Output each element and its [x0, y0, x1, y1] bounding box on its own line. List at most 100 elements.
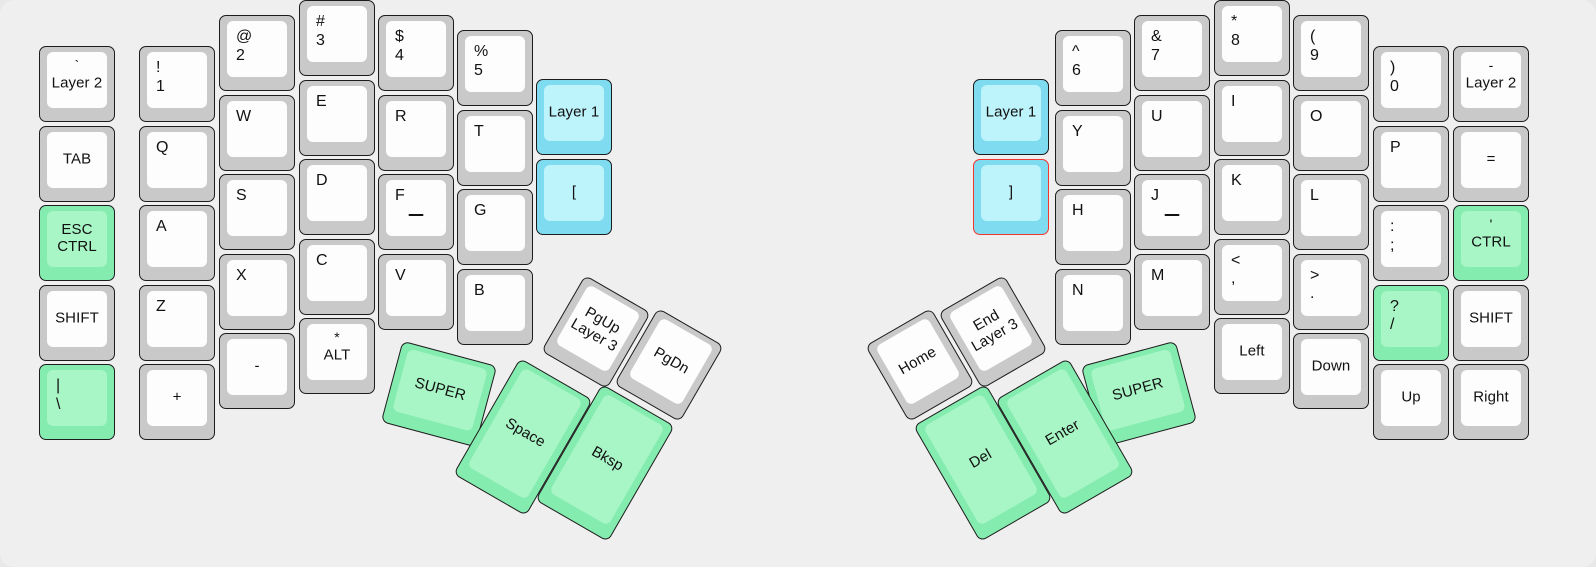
key-d[interactable]: D: [299, 159, 375, 235]
key-legend-shifted: ?: [1390, 297, 1399, 315]
keycap-surface: L: [1301, 180, 1361, 236]
key-period[interactable]: >.: [1293, 253, 1369, 330]
key-legend-center: CTRL: [1471, 234, 1511, 252]
homing-bar-indicator: [408, 213, 424, 216]
key-down[interactable]: Down: [1293, 333, 1369, 409]
key-equals[interactable]: =: [1453, 125, 1529, 202]
key-k[interactable]: K: [1214, 159, 1290, 235]
keycap-surface: =: [1461, 131, 1521, 188]
keycap-surface: E: [307, 85, 367, 142]
key-l[interactable]: L: [1293, 174, 1369, 250]
key-5[interactable]: %5: [457, 30, 533, 106]
keycap-surface: &7: [1142, 21, 1202, 77]
keycap-surface: V: [386, 259, 446, 316]
key-t[interactable]: T: [457, 109, 533, 186]
key-x[interactable]: X: [219, 253, 295, 330]
key-3[interactable]: #3: [299, 0, 375, 76]
key-layer1-right[interactable]: Layer 1: [973, 79, 1049, 155]
key-quote-ctrl[interactable]: 'CTRL: [1453, 205, 1529, 281]
key-bracket-right[interactable]: ]: [973, 158, 1049, 235]
keycap-surface: G: [465, 195, 525, 251]
keycap-surface: <,: [1222, 244, 1282, 301]
key-minus[interactable]: -: [219, 333, 295, 409]
keycap-surface: *ALT: [307, 324, 367, 380]
key-legend-base: 4: [395, 46, 404, 64]
key-semicolon[interactable]: :;: [1373, 205, 1449, 281]
key-layer1-left[interactable]: Layer 1: [536, 79, 612, 155]
key-esc-ctrl[interactable]: ESC CTRL: [39, 205, 115, 281]
key-j[interactable]: J: [1134, 174, 1210, 250]
key-legend-center: Layer 1: [985, 103, 1037, 121]
key-up[interactable]: Up: [1373, 364, 1449, 440]
key-r[interactable]: R: [378, 94, 454, 171]
key-legend-center: [: [571, 183, 577, 201]
key-4[interactable]: $4: [378, 15, 454, 91]
key-plus[interactable]: +: [139, 364, 215, 440]
key-legend-center: SUPER: [1110, 374, 1166, 405]
key-legend-base: H: [1072, 202, 1084, 219]
key-f[interactable]: F: [378, 174, 454, 250]
key-b[interactable]: B: [457, 268, 533, 345]
keycap-surface: Left: [1222, 324, 1282, 380]
keycap-surface: B: [465, 274, 525, 331]
keycap-surface: X: [227, 259, 287, 316]
key-m[interactable]: M: [1134, 253, 1210, 330]
key-bracket-left[interactable]: [: [536, 158, 612, 235]
key-s[interactable]: S: [219, 174, 295, 250]
key-layer2[interactable]: `Layer 2: [39, 46, 115, 122]
key-layer2-right[interactable]: -Layer 2: [1453, 46, 1529, 122]
key-6[interactable]: ^6: [1055, 30, 1131, 106]
key-7[interactable]: &7: [1134, 15, 1210, 91]
key-q[interactable]: Q: [139, 125, 215, 202]
keycap-surface: `Layer 2: [47, 52, 107, 108]
key-right[interactable]: Right: [1453, 364, 1529, 440]
keycap-surface: T: [465, 115, 525, 172]
key-shift-right[interactable]: SHIFT: [1453, 284, 1529, 361]
key-o[interactable]: O: [1293, 94, 1369, 171]
key-a[interactable]: A: [139, 205, 215, 281]
key-legend-center: ALT: [323, 347, 351, 365]
key-n[interactable]: N: [1055, 268, 1131, 345]
key-legend-base: 1: [156, 77, 165, 95]
key-c[interactable]: C: [299, 238, 375, 315]
key-y[interactable]: Y: [1055, 109, 1131, 186]
key-legend-center: Layer 1: [548, 103, 600, 121]
key-g[interactable]: G: [457, 189, 533, 265]
keycap-surface: -Layer 2: [1461, 52, 1521, 108]
key-legend-shifted: !: [156, 59, 161, 76]
key-i[interactable]: I: [1214, 79, 1290, 156]
key-1[interactable]: !1: [139, 46, 215, 122]
key-0[interactable]: )0: [1373, 46, 1449, 122]
key-8[interactable]: *8: [1214, 0, 1290, 76]
key-9[interactable]: (9: [1293, 15, 1369, 91]
key-u[interactable]: U: [1134, 94, 1210, 171]
key-left[interactable]: Left: [1214, 318, 1290, 394]
key-legend-center: Space: [502, 414, 549, 451]
key-legend-center: TAB: [62, 150, 92, 168]
keycap-surface: )0: [1381, 52, 1441, 108]
key-slash[interactable]: ?/: [1373, 284, 1449, 361]
key-tab[interactable]: TAB: [39, 125, 115, 202]
key-shift[interactable]: SHIFT: [39, 284, 115, 361]
key-w[interactable]: W: [219, 94, 295, 171]
keycap-surface: 'CTRL: [1461, 211, 1521, 267]
key-alt[interactable]: *ALT: [299, 318, 375, 394]
key-legend-base: S: [236, 187, 247, 204]
keycap-surface: +: [147, 370, 207, 426]
key-2[interactable]: @2: [219, 15, 295, 91]
keycap-surface: [: [544, 164, 604, 221]
key-p[interactable]: P: [1373, 125, 1449, 202]
key-v[interactable]: V: [378, 253, 454, 330]
key-e[interactable]: E: [299, 79, 375, 156]
keycap-surface: SUPER: [1090, 348, 1186, 432]
key-h[interactable]: H: [1055, 189, 1131, 265]
key-legend-base: Y: [1072, 122, 1083, 140]
key-legend-base: 8: [1231, 31, 1240, 49]
keycap-surface: Layer 1: [981, 85, 1041, 141]
key-pipe-backslash[interactable]: |\: [39, 364, 115, 440]
keycap-surface: H: [1063, 195, 1123, 251]
keycap-surface: SHIFT: [47, 290, 107, 347]
key-comma[interactable]: <,: [1214, 238, 1290, 315]
key-z[interactable]: Z: [139, 284, 215, 361]
